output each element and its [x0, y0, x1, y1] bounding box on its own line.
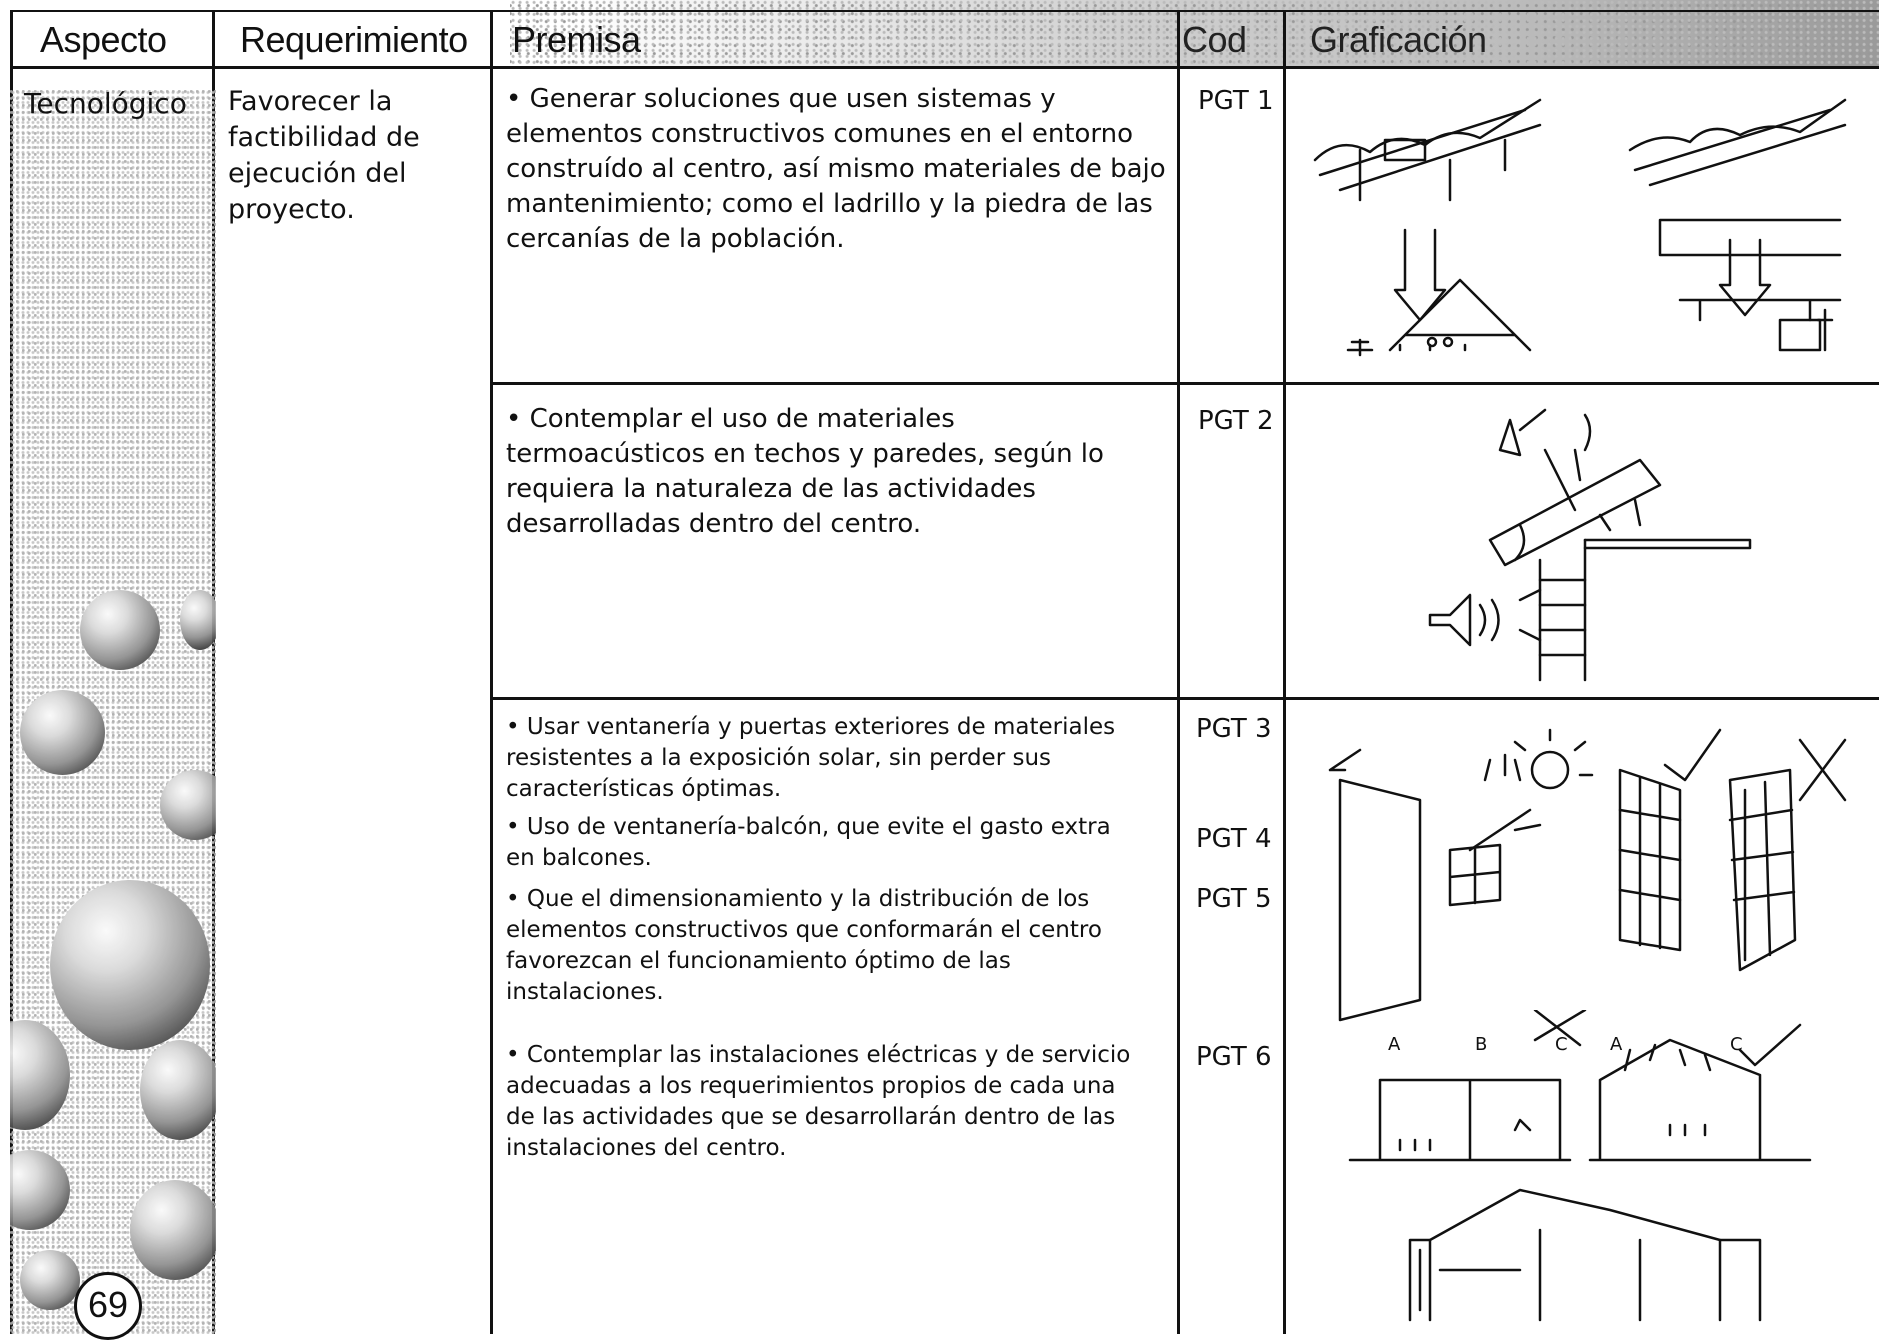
svg-text:A: A — [1610, 1034, 1623, 1055]
rule-row-2 — [490, 697, 1879, 700]
sketch-window-sun-icon — [1328, 728, 1847, 1022]
rule-col-2 — [490, 10, 493, 1334]
rule-col-3 — [1177, 10, 1180, 1334]
premise-code: PGT 2 — [1198, 406, 1274, 436]
svg-text:A: A — [1388, 1034, 1401, 1055]
premise-code: PGT 1 — [1198, 86, 1274, 116]
premise-text: • Generar soluciones que usen sistemas y… — [506, 84, 1166, 254]
rule-header-bottom — [10, 66, 1879, 69]
bubble-decoration — [10, 90, 216, 1334]
premise-text: • Uso de ventanería-balcón, que evite el… — [506, 814, 1111, 871]
sketch-section-icon: A B C A C — [1348, 1010, 1812, 1322]
header-requerimiento: Requerimiento — [240, 19, 468, 60]
premise-text: • Usar ventanería y puertas exteriores d… — [506, 714, 1116, 802]
aspect-label: Tecnológico — [24, 87, 187, 120]
header-graficacion: Graficación — [1310, 19, 1487, 60]
premise-code: PGT 5 — [1196, 884, 1272, 914]
svg-text:C: C — [1555, 1034, 1568, 1055]
rule-col-4 — [1283, 10, 1286, 1334]
premise-text: • Contemplar las instalaciones eléctrica… — [506, 1042, 1131, 1161]
header-cod: Cod — [1182, 19, 1247, 60]
sketch-thermoacoustic-wall-icon — [1428, 408, 1752, 682]
premise-text: • Contemplar el uso de materiales termoa… — [506, 404, 1104, 539]
rule-top — [10, 10, 1879, 12]
premise-code: PGT 6 — [1196, 1042, 1272, 1072]
page-number: 69 — [74, 1272, 142, 1340]
sketch-roof-structure-icon — [1313, 98, 1847, 357]
premise-code: PGT 3 — [1196, 714, 1272, 744]
rule-row-1 — [490, 382, 1879, 385]
header-aspecto: Aspecto — [40, 19, 167, 60]
svg-text:B: B — [1475, 1034, 1487, 1055]
premise-code: PGT 4 — [1196, 824, 1272, 854]
header-premisa: Premisa — [512, 19, 641, 60]
premise-text: • Que el dimensionamiento y la distribuc… — [506, 886, 1102, 1005]
requirement-text: Favorecer la factibilidad de ejecución d… — [228, 86, 420, 225]
